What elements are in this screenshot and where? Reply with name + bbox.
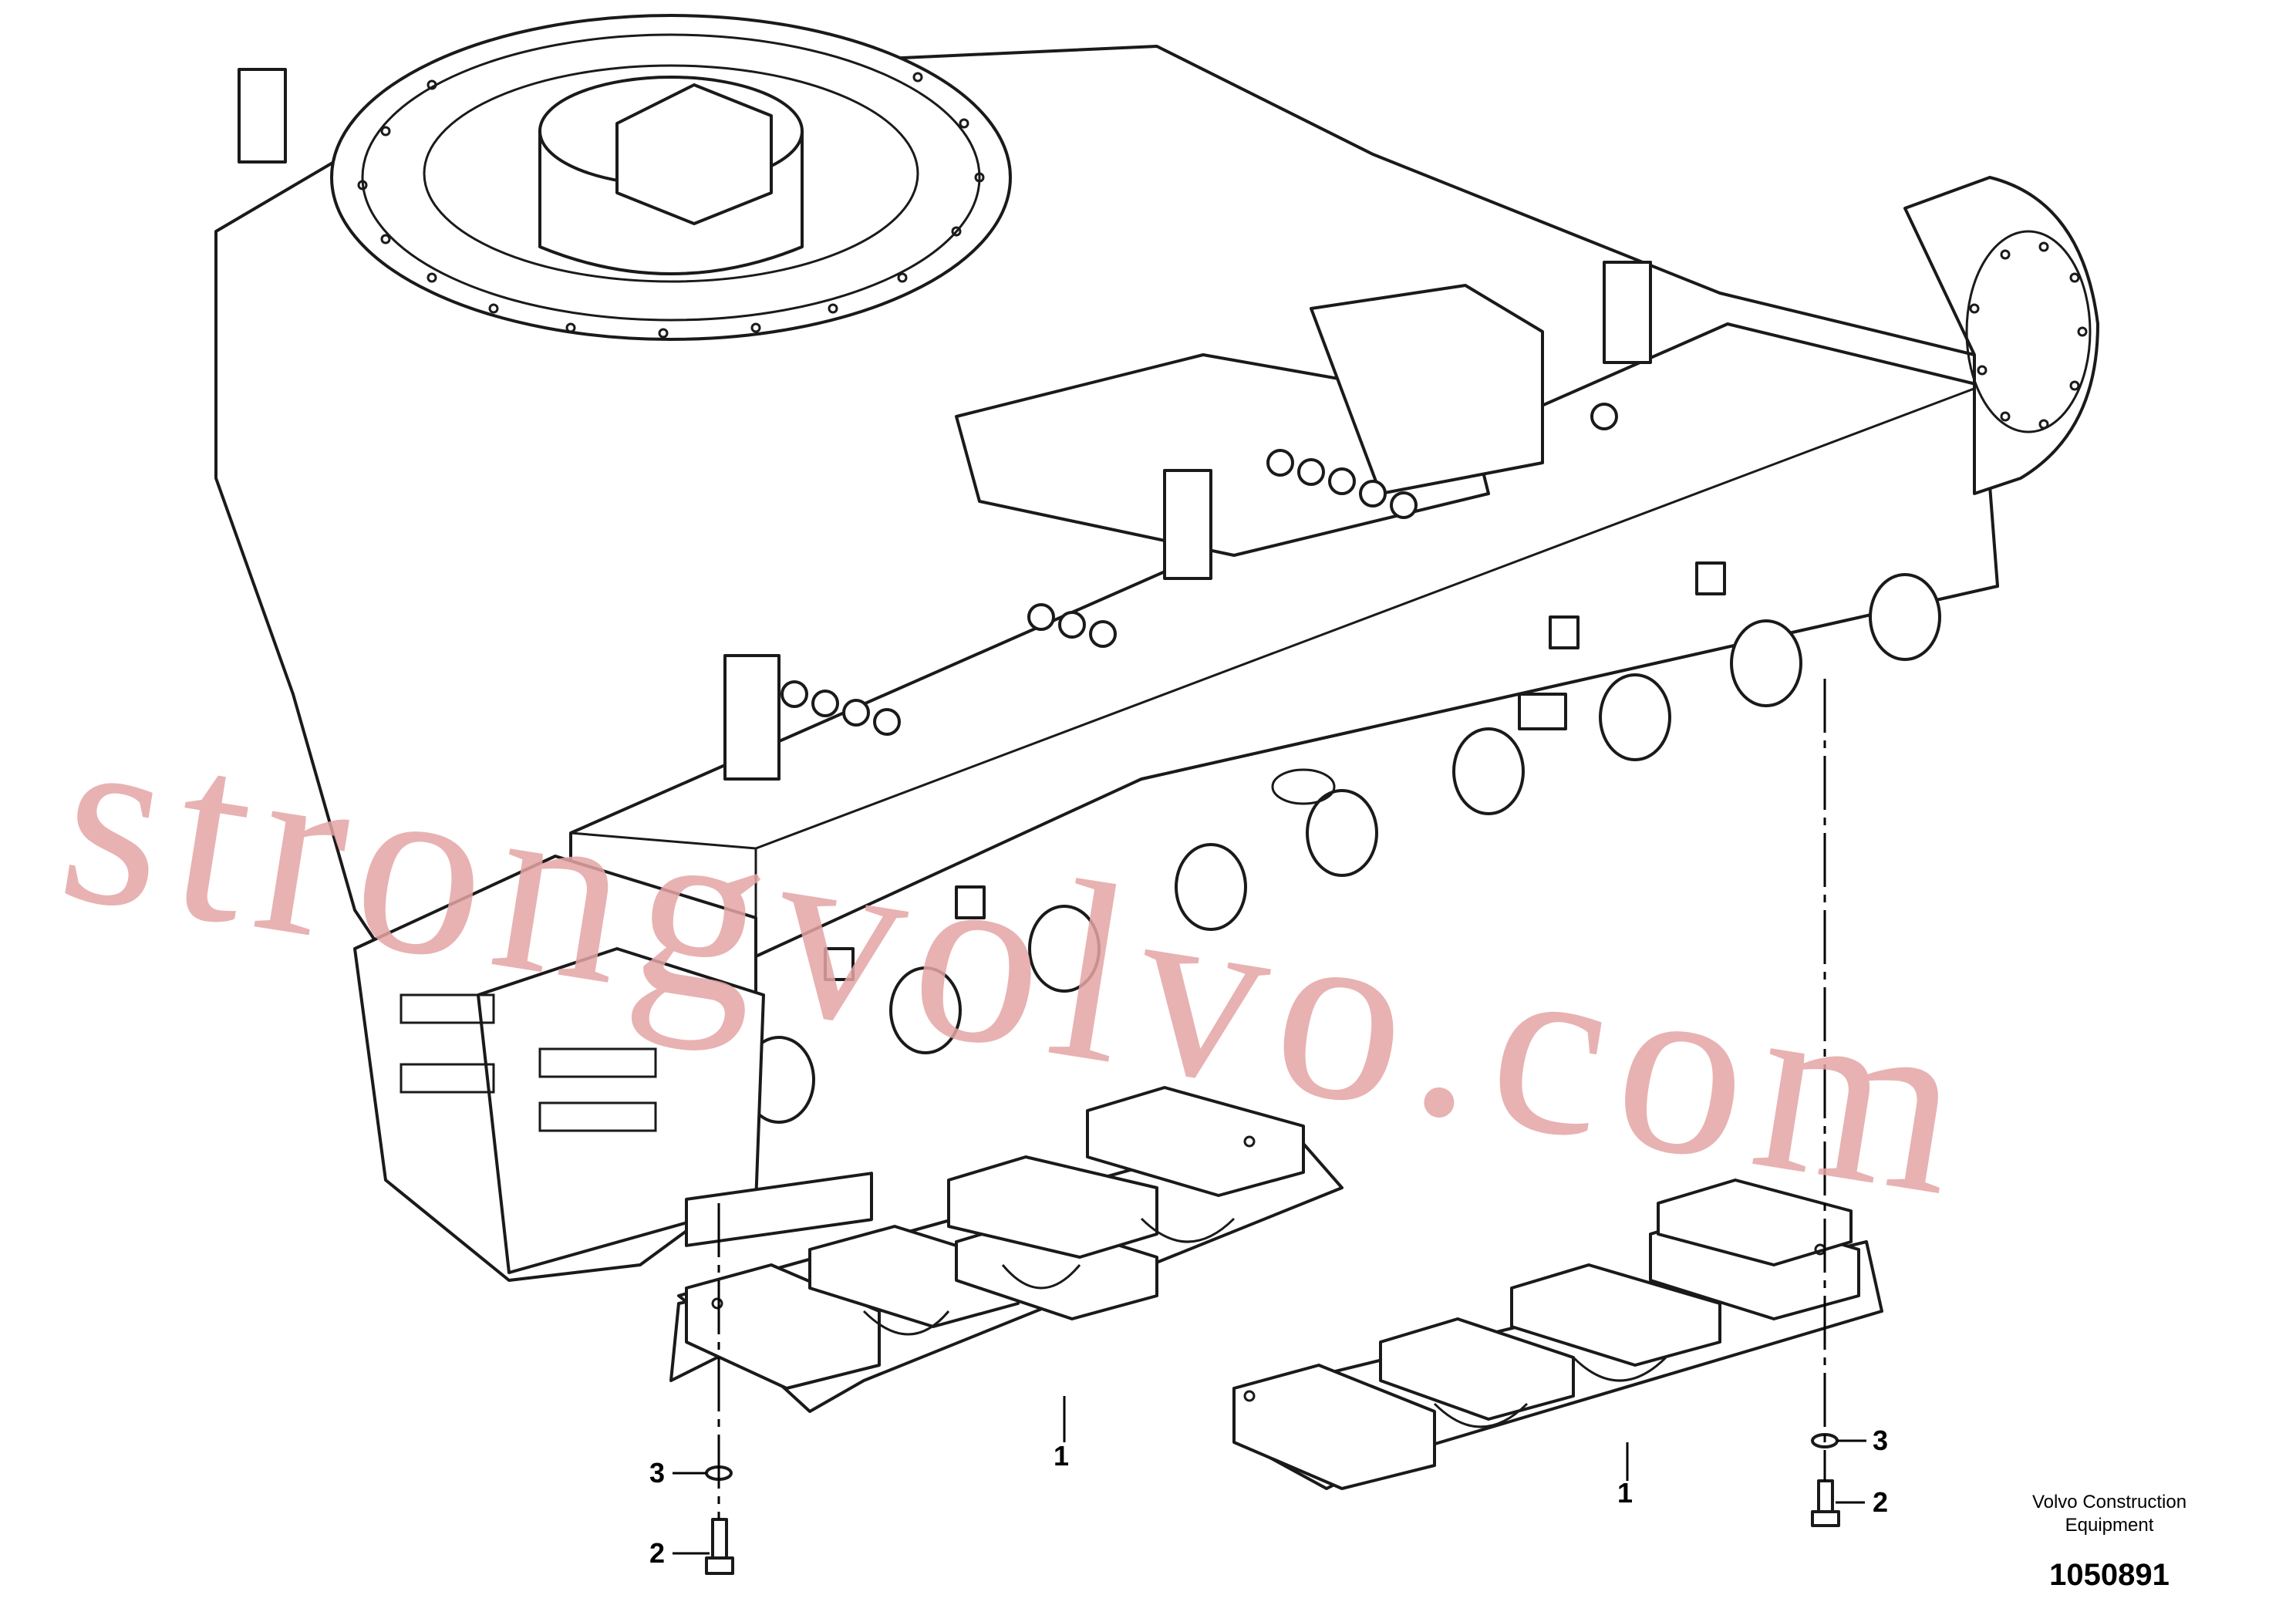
track-guard-left (669, 1086, 1344, 1413)
brand-subtitle: Equipment (2065, 1515, 2154, 1536)
callout-washer-left: 3 (649, 1457, 665, 1489)
brand-name: Volvo Construction (2031, 1492, 2187, 1512)
callout-bolt-left: 2 (649, 1537, 665, 1569)
undercarriage-frame (214, 14, 2099, 1282)
bolt-right (1811, 1479, 1840, 1527)
bolt-left (705, 1518, 734, 1575)
assembly-centerlines (717, 679, 1826, 1519)
callout-bolt-right: 2 (1873, 1486, 1888, 1518)
leader-lines (673, 1396, 1866, 1555)
figure-number: 1050891 (2049, 1558, 2170, 1592)
track-guard-right (1232, 1179, 1883, 1490)
callout-guard-right: 1 (1617, 1477, 1633, 1509)
callout-guard-left: 1 (1054, 1440, 1069, 1472)
callout-washer-right: 3 (1873, 1425, 1888, 1456)
